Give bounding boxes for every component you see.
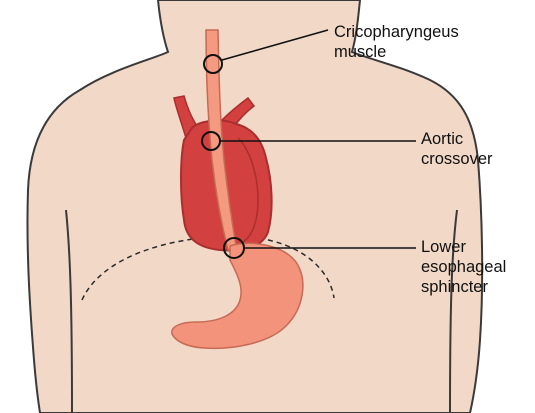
- aortic-crossover-label-line1: Aortic: [421, 129, 493, 149]
- les-label-line3: sphincter: [421, 277, 506, 297]
- les-label-line1: Lower: [421, 237, 506, 257]
- cricopharyngeus-label-line1: Cricopharyngeus: [334, 22, 459, 42]
- cricopharyngeus-label: Cricopharyngeus muscle: [334, 22, 459, 62]
- aortic-crossover-label: Aortic crossover: [421, 129, 493, 169]
- les-label: Lower esophageal sphincter: [421, 237, 506, 297]
- aortic-crossover-label-line2: crossover: [421, 149, 493, 169]
- les-label-line2: esophageal: [421, 257, 506, 277]
- cricopharyngeus-label-line2: muscle: [334, 42, 459, 62]
